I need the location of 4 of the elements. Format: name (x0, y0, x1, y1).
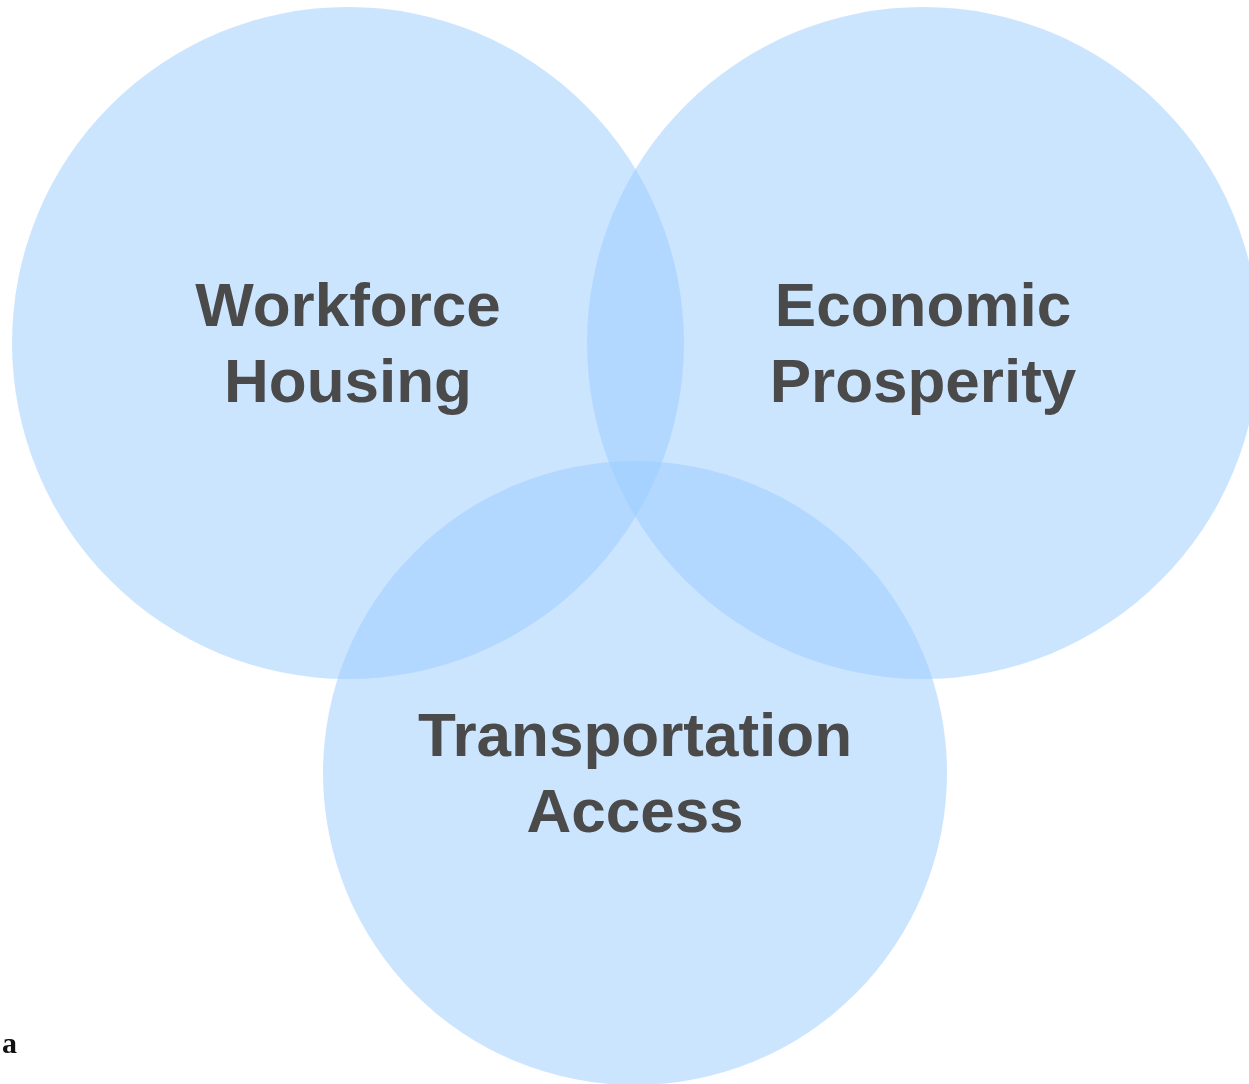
circle-label: Workforce Housing (194, 269, 502, 417)
circle-label: Economic Prosperity (768, 269, 1078, 417)
stray-letter: a (2, 1026, 17, 1060)
circle-label: Transportation Access (417, 699, 853, 847)
